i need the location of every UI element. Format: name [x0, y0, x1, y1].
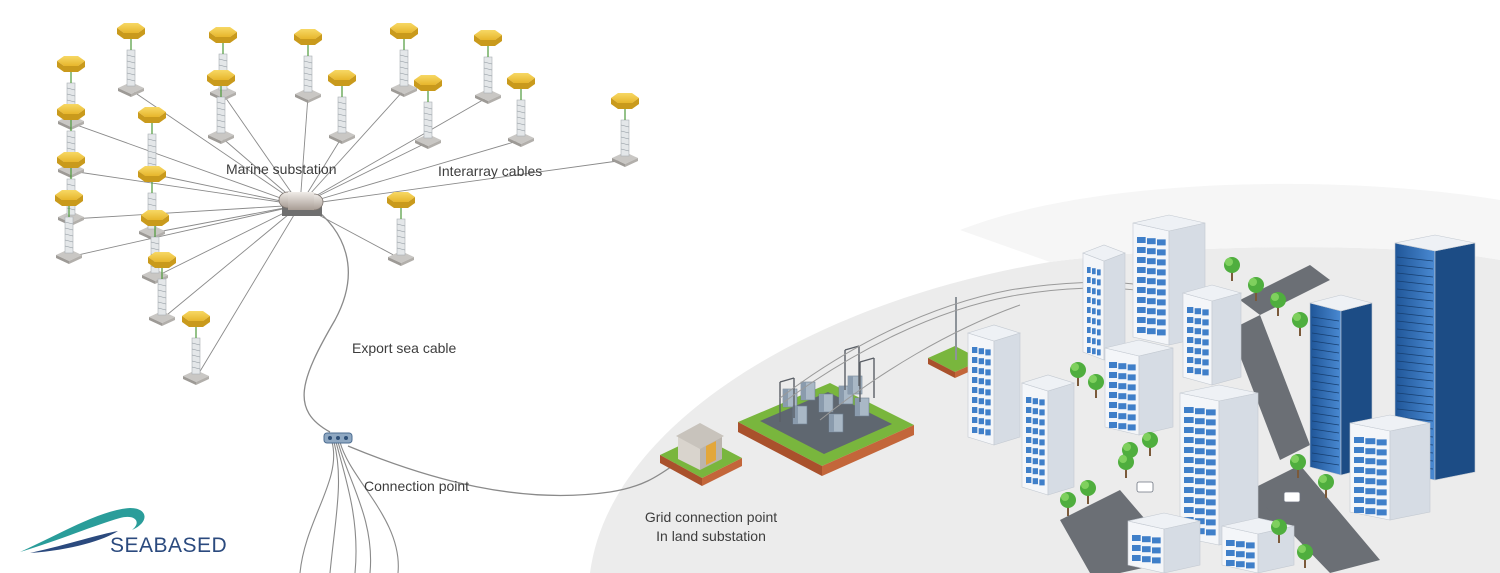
wave-energy-buoy-icon: [474, 30, 502, 104]
tree-icon: [1290, 454, 1306, 478]
marine-substation-label: Marine substation: [226, 161, 337, 177]
tree-icon: [1118, 454, 1134, 478]
wave-energy-buoy-icon: [57, 152, 85, 226]
building: [1127, 512, 1201, 573]
building: [1394, 234, 1476, 481]
grid-connection-point-label: Grid connection point: [644, 509, 778, 525]
inland-substation-label: In land substation: [656, 528, 766, 544]
export-sea-cable: [303, 204, 349, 433]
wave-energy-buoy-icon: [209, 27, 237, 101]
city-ground-shade: [960, 183, 1500, 262]
export-sea-cable-label: Export sea cable: [352, 340, 457, 356]
road: [1230, 315, 1310, 460]
connection-tail-cables: [299, 441, 399, 573]
wave-energy-buoy-icon: [57, 104, 85, 178]
building: [1179, 384, 1259, 546]
wave-energy-buoy-icon: [328, 70, 356, 144]
tree-icon: [1060, 492, 1076, 516]
grid-connection-house-icon: [660, 423, 742, 486]
wave-energy-buoy-icon: [390, 23, 418, 97]
wave-energy-buoy-icon: [611, 93, 639, 167]
wave-energy-buoy-icon: [117, 23, 145, 97]
wave-energy-buoy-icon: [148, 252, 176, 326]
tree-icon: [1270, 292, 1286, 316]
wave-energy-buoy-icon: [138, 166, 166, 240]
wave-energy-buoy-icon: [414, 75, 442, 149]
tree-icon: [1271, 519, 1287, 543]
interarray-cables-label: Interarray cables: [438, 163, 543, 179]
tree-icon: [1088, 374, 1104, 398]
land-cable: [347, 445, 685, 497]
land-substation-icon: [738, 345, 914, 476]
car-icon: [1283, 491, 1301, 503]
connection-point-icon: [323, 432, 353, 444]
building: [1020, 374, 1076, 496]
marine-substation-icon: [278, 191, 324, 216]
interarray-cables: [68, 89, 626, 379]
building: [1082, 244, 1126, 361]
wave-energy-buoy-icon: [387, 192, 415, 266]
tree-icon: [1292, 312, 1308, 336]
wave-energy-buoy-icon: [182, 311, 210, 385]
tree-icon: [1224, 257, 1240, 281]
road: [1240, 265, 1330, 315]
city-icon: [966, 214, 1476, 573]
tree-icon: [1318, 474, 1334, 498]
tree-icon: [1070, 362, 1086, 386]
wave-energy-converters: [55, 23, 639, 385]
connection-point-label: Connection point: [364, 478, 470, 494]
seabased-logo-text: SEABASED: [110, 534, 228, 557]
wave-energy-buoy-icon: [507, 73, 535, 147]
seabased-logo-mark: [20, 508, 145, 553]
building: [1104, 339, 1174, 436]
tree-icon: [1248, 277, 1264, 301]
car-icon: [1136, 481, 1154, 493]
wave-energy-buoy-icon: [141, 210, 169, 284]
tree-icon: [1142, 432, 1158, 456]
wave-energy-buoy-icon: [55, 190, 83, 264]
building: [1349, 414, 1431, 521]
road: [1250, 465, 1380, 573]
building: [966, 324, 1022, 446]
tree-icon: [1297, 544, 1313, 568]
building: [1181, 284, 1243, 386]
wave-energy-buoy-icon: [294, 29, 322, 103]
tree-icon: [1080, 480, 1096, 504]
wave-energy-buoy-icon: [207, 70, 235, 144]
